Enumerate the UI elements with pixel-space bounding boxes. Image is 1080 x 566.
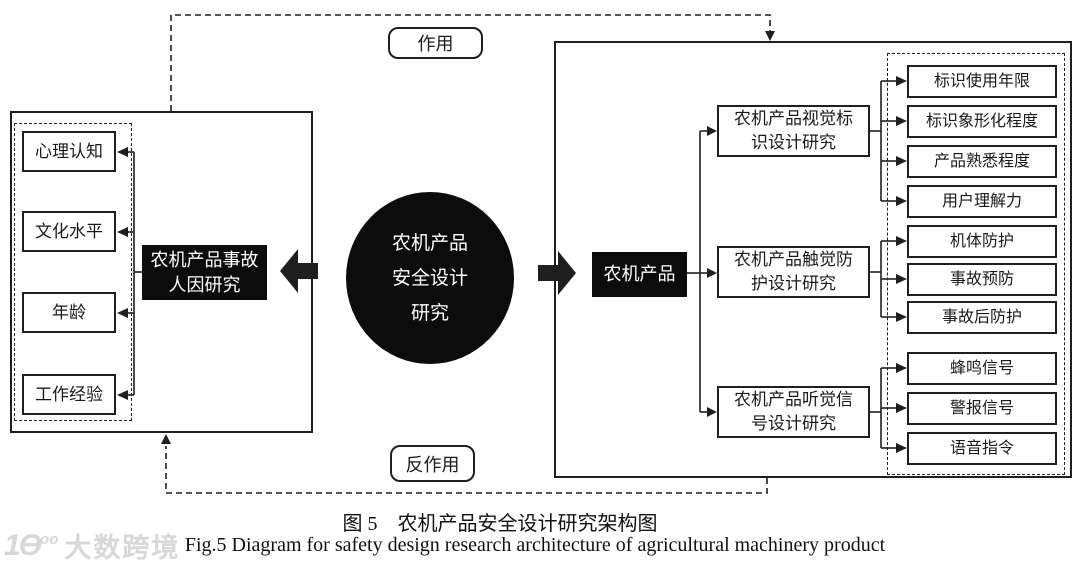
factor-label: 心理认知 bbox=[35, 141, 103, 161]
figure-caption-chinese: 图 5 农机产品安全设计研究架构图 bbox=[342, 513, 658, 535]
midbox-line: 号设计研究 bbox=[751, 414, 836, 433]
human-factors-container bbox=[10, 111, 313, 433]
midbox-line: 识设计研究 bbox=[751, 133, 836, 152]
figure-caption-english: Fig.5 Diagram for safety design research… bbox=[184, 534, 886, 556]
watermark-text: 大数跨境 bbox=[64, 533, 181, 563]
leaf-label: 产品熟悉程度 bbox=[933, 152, 1030, 170]
leaf-label: 机体防护 bbox=[949, 232, 1014, 250]
leaf-box-accident-prevention: 事故预防 bbox=[907, 263, 1057, 296]
leaf-label: 警报信号 bbox=[949, 399, 1014, 417]
leaf-box-body-protection: 机体防护 bbox=[907, 225, 1057, 258]
leaf-box-voice-command: 语音指令 bbox=[907, 432, 1057, 465]
watermark: 1Ɵoo 大数跨境 bbox=[4, 526, 180, 565]
tactile-protection-research-box: 农机产品触觉防 护设计研究 bbox=[717, 246, 870, 298]
leaf-label: 蜂鸣信号 bbox=[949, 359, 1014, 377]
hub-line: 农机产品事故 bbox=[150, 249, 259, 270]
leaf-label: 事故后防护 bbox=[941, 308, 1022, 326]
leaf-label: 事故预防 bbox=[949, 270, 1014, 288]
leaf-box-post-accident-protection: 事故后防护 bbox=[907, 301, 1057, 334]
right-flow-arrow bbox=[538, 251, 576, 295]
hub-line: 人因研究 bbox=[168, 274, 241, 295]
factor-box-education: 文化水平 bbox=[22, 211, 116, 252]
product-design-container bbox=[554, 41, 1072, 478]
leaf-label: 用户理解力 bbox=[941, 192, 1022, 210]
action-text: 作用 bbox=[417, 34, 454, 54]
circle-line: 研究 bbox=[410, 302, 449, 324]
leaf-label: 标识使用年限 bbox=[933, 72, 1030, 90]
leaf-label: 标识象形化程度 bbox=[925, 112, 1038, 130]
design-elements-dashed-group bbox=[887, 53, 1065, 475]
reaction-label: 反作用 bbox=[390, 445, 475, 482]
midbox-line: 农机产品视觉标 bbox=[734, 109, 853, 128]
leaf-box-product-familiarity: 产品熟悉程度 bbox=[907, 145, 1057, 178]
central-research-circle: 农机产品 安全设计 研究 bbox=[346, 192, 514, 364]
factor-label: 工作经验 bbox=[35, 384, 103, 404]
leaf-box-buzzer-signal: 蜂鸣信号 bbox=[907, 352, 1057, 385]
reaction-text: 反作用 bbox=[405, 454, 460, 475]
factor-box-age: 年龄 bbox=[22, 292, 116, 333]
factor-label: 年龄 bbox=[52, 302, 86, 322]
circle-line: 农机产品 bbox=[391, 232, 468, 254]
circle-line: 安全设计 bbox=[391, 267, 468, 289]
leaf-label: 语音指令 bbox=[949, 439, 1014, 457]
leaf-box-sign-service-life: 标识使用年限 bbox=[907, 65, 1057, 98]
leaf-box-sign-pictographic-degree: 标识象形化程度 bbox=[907, 105, 1057, 138]
visual-identification-research-box: 农机产品视觉标 识设计研究 bbox=[717, 105, 870, 157]
hub-line: 农机产品 bbox=[603, 264, 676, 284]
factor-box-experience: 工作经验 bbox=[22, 374, 116, 415]
leaf-box-alarm-signal: 警报信号 bbox=[907, 392, 1057, 425]
factor-label: 文化水平 bbox=[35, 221, 103, 241]
leaf-box-user-comprehension: 用户理解力 bbox=[907, 185, 1057, 218]
midbox-line: 护设计研究 bbox=[751, 274, 836, 293]
human-factors-dashed-group bbox=[14, 123, 132, 421]
factor-box-psychology: 心理认知 bbox=[22, 131, 116, 172]
midbox-line: 农机产品触觉防 bbox=[734, 250, 853, 269]
auditory-signal-research-box: 农机产品听觉信 号设计研究 bbox=[717, 386, 870, 438]
watermark-logo-icon: 1Ɵoo bbox=[4, 528, 59, 562]
action-label: 作用 bbox=[388, 27, 483, 59]
machinery-product-hub: 农机产品 bbox=[592, 252, 687, 297]
left-flow-arrow bbox=[280, 249, 318, 293]
accident-human-factor-hub: 农机产品事故 人因研究 bbox=[142, 245, 267, 300]
midbox-line: 农机产品听觉信 bbox=[734, 390, 853, 409]
